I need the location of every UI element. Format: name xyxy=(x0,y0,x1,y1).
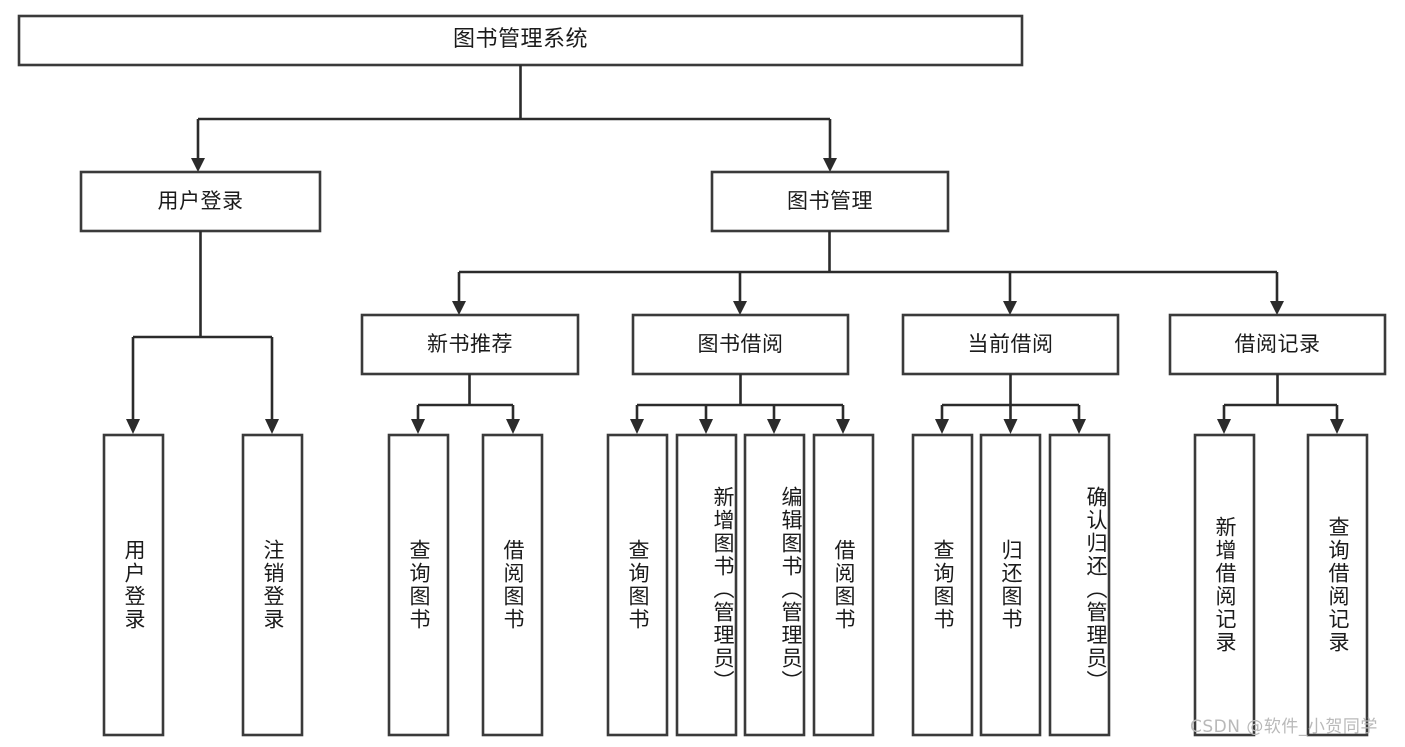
node-book-borrow[interactable] xyxy=(631,313,850,376)
node-user-login[interactable] xyxy=(79,170,322,233)
arrowhead-records-leaf2 xyxy=(1330,419,1344,434)
leaf-box-logout[interactable] xyxy=(241,433,304,737)
arrowhead-bookmgmt-to-records xyxy=(1270,301,1284,315)
leaf-box-edit-book-admin[interactable] xyxy=(743,433,806,737)
arrowhead-bookmgmt-to-borrow xyxy=(733,301,747,315)
arrowhead-borrow-leaf2 xyxy=(699,419,713,434)
arrowhead-records-leaf1 xyxy=(1217,419,1231,434)
node-new-book-recommend[interactable] xyxy=(360,313,580,376)
leaf-box-query-book-2[interactable] xyxy=(606,433,669,737)
csdn-watermark: CSDN @软件_小贺同学 xyxy=(1190,717,1378,737)
arrowhead-root-to-userlogin xyxy=(191,158,205,172)
leaf-box-query-borrow-record[interactable] xyxy=(1306,433,1369,737)
arrowhead-borrow-leaf4 xyxy=(836,419,850,434)
node-current-borrow[interactable] xyxy=(901,313,1120,376)
leaf-box-add-borrow-record[interactable] xyxy=(1193,433,1256,737)
arrowhead-userlogin-left xyxy=(126,419,140,434)
arrowhead-borrow-leaf3 xyxy=(767,419,781,434)
leaf-box-confirm-return-admin[interactable] xyxy=(1048,433,1111,737)
arrowhead-newbook-leaf1 xyxy=(411,419,425,434)
arrowhead-bookmgmt-to-current xyxy=(1003,301,1017,315)
leaf-box-borrow-book-1[interactable] xyxy=(481,433,544,737)
leaf-box-user-login[interactable] xyxy=(102,433,165,737)
node-book-management[interactable] xyxy=(710,170,950,233)
arrowhead-newbook-leaf2 xyxy=(506,419,520,434)
node-borrow-records[interactable] xyxy=(1168,313,1387,376)
arrowhead-root-to-bookmgmt xyxy=(823,158,837,172)
leaf-box-return-book[interactable] xyxy=(979,433,1042,737)
arrowhead-current-leaf2 xyxy=(1003,419,1018,434)
leaf-box-borrow-book-2[interactable] xyxy=(812,433,875,737)
leaf-box-query-book-1[interactable] xyxy=(387,433,450,737)
leaf-box-add-book-admin[interactable] xyxy=(675,433,738,737)
leaf-box-query-book-3[interactable] xyxy=(911,433,974,737)
arrowhead-current-leaf1 xyxy=(935,419,949,434)
arrowhead-userlogin-right xyxy=(265,419,279,434)
arrowhead-current-leaf3 xyxy=(1072,419,1086,434)
arrowhead-bookmgmt-to-newbook xyxy=(452,301,466,315)
node-root[interactable] xyxy=(17,14,1024,67)
arrowhead-borrow-leaf1 xyxy=(630,419,644,434)
